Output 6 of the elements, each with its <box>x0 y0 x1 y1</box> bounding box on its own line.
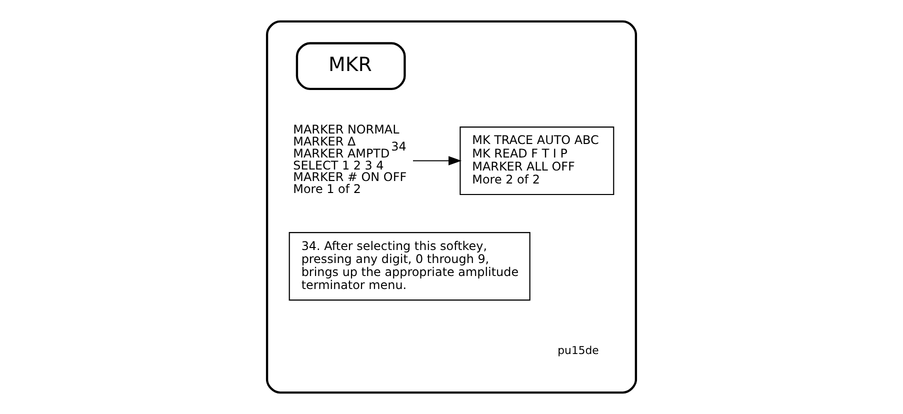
node-box: MKR <box>296 42 406 90</box>
cluster <box>266 20 638 394</box>
node-box: MK TRACE AUTO ABC MK READ F T I P MARKER ALL OFF More 2 of 2 <box>460 126 614 196</box>
arrow <box>413 156 462 166</box>
node-box: 34. After selecting this softkey, pressing any digit, 0 through 9, brings up the appropriate amplitude terminator menu. <box>288 232 530 301</box>
label: pu15de <box>558 344 599 357</box>
